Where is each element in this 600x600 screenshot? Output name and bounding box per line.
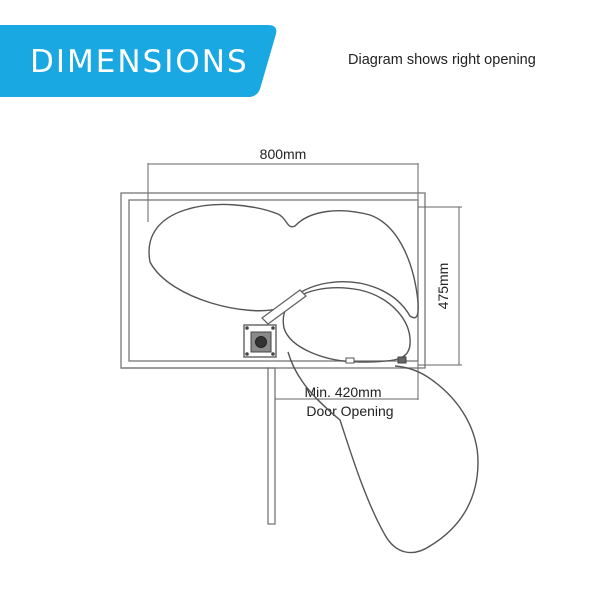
door-opening-label: Door Opening <box>306 403 393 419</box>
depth-dimension-lines <box>418 206 462 366</box>
swing-out-shelf <box>287 351 479 554</box>
width-dimension-label: 800mm <box>260 146 307 162</box>
opening-note: Diagram shows right opening <box>348 52 536 68</box>
dimensions-banner: DIMENSIONS <box>0 25 278 97</box>
banner-title: DIMENSIONS <box>30 44 249 80</box>
width-dimension-lines <box>147 163 419 400</box>
banner-background <box>0 25 277 97</box>
back-shelf <box>148 203 419 319</box>
linkage-arm <box>261 289 307 325</box>
depth-dimension-label: 475mm <box>435 263 451 310</box>
door-panel <box>267 367 276 525</box>
shelf-stop <box>397 356 407 364</box>
shelf-stop <box>345 357 355 364</box>
cabinet-outline <box>120 192 426 369</box>
pivot-hinge <box>243 324 277 358</box>
door-min-label: Min. 420mm <box>304 384 381 400</box>
